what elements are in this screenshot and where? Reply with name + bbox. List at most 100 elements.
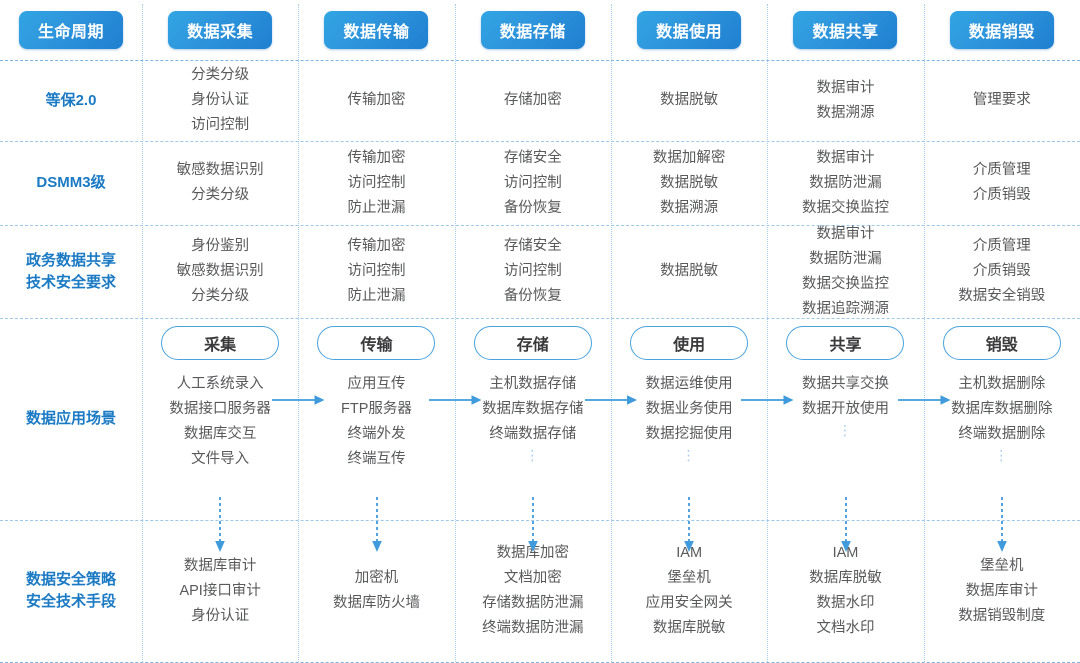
cell-item: 访问控制 xyxy=(347,263,406,279)
cell-r1-c1: 传输加密访问控制防止泄漏 xyxy=(298,141,454,225)
row-label-1: DSMM3级 xyxy=(36,172,105,194)
cell-item: 数据交换监控 xyxy=(801,275,889,292)
cell-list-r1-c0: 敏感数据识别分类分级 xyxy=(177,158,264,208)
cell-r1-c4: 数据审计数据防泄漏数据交换监控 xyxy=(767,141,923,225)
cell-item: 数据交换监控 xyxy=(801,199,889,216)
cell-item: 数据防泄漏 xyxy=(809,250,882,267)
cell-item: 身份认证 xyxy=(191,92,250,108)
cell-list-r2-c1: 传输加密访问控制防止泄漏 xyxy=(347,234,405,309)
cell-item: 介质管理 xyxy=(972,238,1031,254)
cell-r2-c1: 传输加密访问控制防止泄漏 xyxy=(298,225,454,318)
header-pill-4[interactable]: 数据使用 xyxy=(637,11,742,49)
header-cell-4: 数据使用 xyxy=(611,0,767,60)
cell-item: 数据水印 xyxy=(816,595,875,611)
cell-list-r0-c5: 管理要求 xyxy=(973,88,1031,113)
cell-item: 数据运维使用 xyxy=(645,376,733,392)
cell-list-r3-c0: 人工系统录入数据接口服务器数据库交互文件导入 xyxy=(169,372,271,472)
cell-list-r3-c4: 数据共享交换数据开放使用⋮ xyxy=(802,372,889,438)
cell-list-r4-c5: 堡垒机数据库审计数据销毁制度 xyxy=(958,554,1045,629)
cell-item: IAM xyxy=(676,545,703,561)
cell-item: 身份认证 xyxy=(191,607,250,624)
cell-r0-c5: 管理要求 xyxy=(924,60,1080,141)
stage-pill-3[interactable]: 使用 xyxy=(630,326,749,360)
cell-item: API接口审计 xyxy=(179,582,261,599)
column-divider-1 xyxy=(298,4,300,662)
cell-list-r3-c2: 主机数据存储数据库数据存储终端数据存储⋮ xyxy=(482,372,584,463)
row-label-line: 技术安全要求 xyxy=(25,273,116,291)
stage-pill-1[interactable]: 传输 xyxy=(317,326,436,360)
cell-item: 数据脱敏 xyxy=(660,263,719,279)
header-pill-5[interactable]: 数据共享 xyxy=(793,11,898,49)
row-label-line: 等保2.0 xyxy=(45,91,97,109)
cell-r1-c3: 数据加解密数据脱敏数据溯源 xyxy=(611,141,767,225)
header-pill-3[interactable]: 数据存储 xyxy=(480,11,585,49)
cell-list-r4-c2: 数据库加密文档加密存储数据防泄漏终端数据防泄漏 xyxy=(482,541,584,641)
header-pill-2[interactable]: 数据传输 xyxy=(324,11,429,49)
cell-item: 数据审计 xyxy=(816,149,875,166)
cell-item: 终端互传 xyxy=(347,451,406,467)
row-divider-1 xyxy=(0,141,1080,142)
cell-item: 数据审计 xyxy=(816,225,875,242)
cell-list-r1-c3: 数据加解密数据脱敏数据溯源 xyxy=(653,146,726,221)
cell-r0-c3: 数据脱敏 xyxy=(611,60,767,141)
cell-item: 加密机 xyxy=(354,570,399,586)
row-label-line: 数据应用场景 xyxy=(25,410,116,427)
cell-item: 数据库数据存储 xyxy=(482,401,584,417)
cell-r3-c4: 共享数据共享交换数据开放使用⋮ xyxy=(767,318,923,520)
cell-item: 应用安全网关 xyxy=(645,595,733,611)
overflow-dots: ⋮ xyxy=(837,422,853,438)
row-label-line: 数据安全策略 xyxy=(25,571,116,588)
cell-item: 访问控制 xyxy=(347,174,406,191)
overflow-dots: ⋮ xyxy=(994,447,1010,463)
cell-item: 应用互传 xyxy=(347,376,406,392)
cell-r2-c0: 身份鉴别敏感数据识别分类分级 xyxy=(142,225,298,318)
cell-item: 主机数据存储 xyxy=(489,376,577,392)
cell-r4-c5: 堡垒机数据库审计数据销毁制度 xyxy=(924,520,1080,662)
cell-item: 介质管理 xyxy=(972,162,1031,178)
cell-r1-c0: 敏感数据识别分类分级 xyxy=(142,141,298,225)
row-label-cell-1: DSMM3级 xyxy=(0,141,142,225)
cell-item: 敏感数据识别 xyxy=(176,162,264,178)
row-label-cell-3: 数据应用场景 xyxy=(0,318,142,520)
row-divider-4 xyxy=(0,520,1080,521)
cell-item: 介质销毁 xyxy=(972,263,1031,279)
cell-item: 管理要求 xyxy=(972,92,1031,108)
cell-list-r2-c5: 介质管理介质销毁数据安全销毁 xyxy=(958,234,1045,309)
stage-pill-4[interactable]: 共享 xyxy=(786,326,905,360)
cell-list-r0-c2: 存储加密 xyxy=(504,88,562,113)
stage-pill-0[interactable]: 采集 xyxy=(161,326,280,360)
cell-item: 数据挖掘使用 xyxy=(645,426,733,442)
stage-pill-5[interactable]: 销毁 xyxy=(942,326,1061,360)
stage-pill-2[interactable]: 存储 xyxy=(473,326,592,360)
cell-item: 敏感数据识别 xyxy=(176,263,264,279)
cell-r2-c3: 数据脱敏 xyxy=(611,225,767,318)
column-divider-0 xyxy=(142,4,143,662)
cell-r3-c2: 存储主机数据存储数据库数据存储终端数据存储⋮ xyxy=(455,318,611,520)
cell-item: 访问控制 xyxy=(503,174,562,191)
cell-item: 传输加密 xyxy=(347,238,406,254)
cell-r0-c0: 分类分级身份认证访问控制 xyxy=(142,60,298,141)
cell-item: 分类分级 xyxy=(191,288,250,304)
header-pill-1[interactable]: 数据采集 xyxy=(168,11,273,49)
header-cell-6: 数据销毁 xyxy=(924,0,1080,60)
cell-r1-c2: 存储安全访问控制备份恢复 xyxy=(455,141,611,225)
cell-list-r0-c4: 数据审计数据溯源 xyxy=(816,76,874,126)
cell-item: 数据库审计 xyxy=(965,582,1039,599)
cell-item: 身份鉴别 xyxy=(191,238,250,254)
header-pill-0[interactable]: 生命周期 xyxy=(19,11,123,49)
cell-item: 终端数据防泄漏 xyxy=(482,620,584,636)
cell-item: 数据业务使用 xyxy=(645,401,733,417)
cell-r2-c5: 介质管理介质销毁数据安全销毁 xyxy=(924,225,1080,318)
cell-item: 数据脱敏 xyxy=(660,174,719,191)
column-divider-2 xyxy=(454,4,456,662)
column-divider-3 xyxy=(611,4,612,662)
cell-list-r1-c1: 传输加密访问控制防止泄漏 xyxy=(347,146,405,221)
header-pill-6[interactable]: 数据销毁 xyxy=(949,11,1054,49)
cell-item: 存储安全 xyxy=(503,238,562,254)
cell-list-r0-c0: 分类分级身份认证访问控制 xyxy=(191,63,249,138)
